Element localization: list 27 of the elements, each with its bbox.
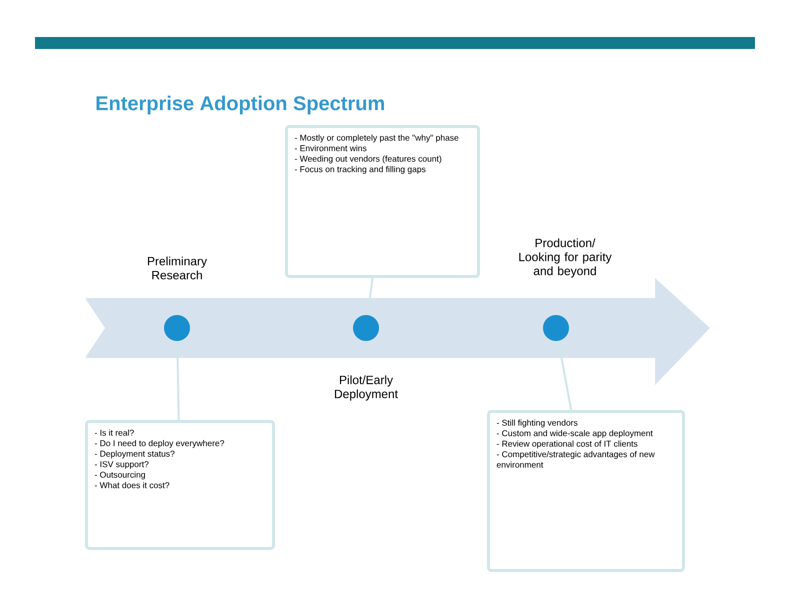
bullet-text: - Still fighting vendors [496,419,578,428]
bullet-text: - What does it cost? [94,482,170,488]
bullet-text: - Review operational cost of IT clients [496,440,638,448]
note-box [85,420,275,550]
leader-line [557,340,572,410]
bullet-text: - Is it real? [94,429,134,436]
stage-label: Production/ Looking for parity and beyond [519,238,612,278]
title: Enterprise Adoption Spectrum [96,96,384,114]
bullet-text: - Do I need to deploy everywhere? [94,440,224,448]
timeline-dot [543,314,569,341]
bullet-text: - Custom and wide-scale app deployment [496,430,653,438]
stage-label: Preliminary Research [148,256,207,280]
note-box [285,125,480,278]
bullet-text: - ISV support? [94,461,148,469]
leader-line [176,341,180,420]
timeline-dot [164,314,190,341]
bullet-text: - Focus on tracking and filling gaps [294,166,426,174]
bullet-text: - Outsourcing [94,471,145,480]
bullet-text: - Environment wins [294,144,366,152]
stage-label: Pilot/Early Deployment [334,375,398,401]
bullet-text: - Mostly or completely past the "why" phase [294,134,458,142]
bullet-text: - Deployment status? [94,450,174,458]
note-box [487,410,685,572]
timeline-dot [353,314,379,341]
bullet-text: - Competitive/strategic advantages of new environment [496,450,655,468]
bullet-text: - Weeding out vendors (features count) [294,155,442,164]
leader-line [366,278,374,316]
